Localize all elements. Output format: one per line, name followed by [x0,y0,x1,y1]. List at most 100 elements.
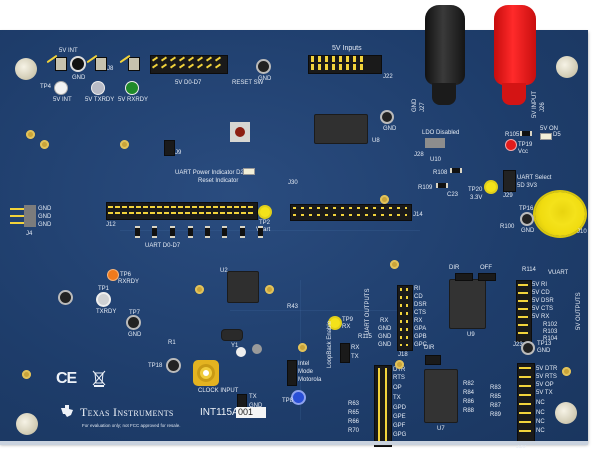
label-tp9: TP9 [342,317,354,323]
mounting-screw [16,413,38,435]
label-tp7: TP7 [129,310,141,316]
label-j14: J14 [413,212,423,218]
testpoint-tp4[interactable] [55,82,67,94]
jumper-j8[interactable] [95,57,107,71]
label-j3-gnd: GND [249,403,263,409]
testpoint-tp14[interactable] [382,112,392,122]
brand-texas-instruments: Texas Instruments [80,405,174,419]
pcb-board: 5V INT J8 GND TP4 5V INT 5V TXRDY 5V RXR… [0,5,588,450]
sma-connector-clock[interactable] [193,360,219,386]
connector-pin [10,215,24,217]
testpoint-tp5-bottom[interactable] [236,347,246,357]
testpoint-tp5[interactable] [92,82,104,94]
jumper-j24-off[interactable] [478,273,496,281]
label-j18-left-gnd3: GND [378,342,392,348]
resistor-r50 [170,226,175,238]
binding-post-vin-red[interactable] [494,5,536,85]
label-r102: R102 [543,322,558,328]
testpoint-tp16[interactable] [522,214,532,224]
resistor-r52 [135,226,140,238]
label-r100: R100 [500,224,515,230]
testpoint-tp7-gnd[interactable] [128,317,139,328]
label-j18-dsr: DSR [414,302,427,308]
label-tp13-gnd: GND [537,348,551,354]
testpoint-tp11[interactable] [258,61,269,72]
testpoint-tp19-vcc[interactable] [506,140,516,150]
resistor-r109 [436,183,448,188]
label-j23: J23 [513,342,523,348]
label-ldo-disabled: LDO Disabled [422,130,460,136]
label-mode-intel: Intel [298,361,310,367]
testpoint-tp1-txrdy[interactable] [98,294,109,305]
label-j18-gpb: GPB [414,334,427,340]
testpoint-tp20-3v3[interactable] [486,182,496,192]
ic-u7 [425,370,457,422]
label-j18-left-gnd2: GND [378,334,392,340]
ic-u9 [450,280,485,328]
jumper-j16-dir[interactable] [455,273,473,281]
jumper-j29-uart-select[interactable] [503,170,516,192]
label-nc4: NC [536,428,545,434]
board-edge [0,441,588,445]
label-r105: R105 [505,132,520,138]
reset-button-cap[interactable] [235,127,245,137]
header-pins [400,288,402,346]
testpoint-tp2-vuart[interactable] [260,207,270,217]
label-r84: R84 [463,390,475,396]
testpoint-tp18-gnd[interactable] [72,58,84,70]
label-tp7-gnd: GND [128,332,142,338]
label-uart-d0-d7: UART D0-D7 [145,243,181,249]
label-5v-inputs: 5V Inputs [332,45,362,52]
testpoint-tp3-left[interactable] [60,292,71,303]
label-uart-outputs: UART OUTPUTS [365,288,371,335]
header-j12-uart-d0-d7[interactable] [106,202,258,220]
jumper-j17-dir[interactable] [425,355,441,365]
via [298,343,307,352]
label-tp4: TP4 [40,84,52,90]
header-j19[interactable] [374,365,392,447]
label-j26: J26 [540,102,546,112]
reset-switch[interactable] [230,122,250,142]
jumper-j7[interactable] [55,57,67,71]
jumper-j11-mode[interactable] [287,360,297,386]
testpoint-tp9-rx[interactable] [330,318,340,328]
connector-pin [10,208,24,210]
label-tp18-b: TP18 [148,363,163,369]
testpoint-tp18-bottom[interactable] [168,360,179,371]
label-mode-motorola: Motorola [298,377,322,383]
jumper-j13[interactable] [128,57,140,71]
ic-u2 [228,272,258,302]
label-r66: R66 [348,419,360,425]
label-tp6: TP6 [120,272,132,278]
label-u10: U10 [430,157,442,163]
testpoint-tp6-rxrdy[interactable] [108,270,118,280]
testpoint-tp12[interactable] [126,82,138,94]
label-j18-gpa: GPA [414,326,427,332]
label-5v-rx: 5V RX [532,314,550,320]
label-5v-rts: 5V RTS [536,374,557,380]
connector-j4[interactable] [24,205,36,227]
resistor-r46 [240,226,245,238]
testpoint-tp3[interactable] [252,344,262,354]
testpoint-tp13-gnd[interactable] [523,343,533,353]
label-reset-sw: RESET SW [232,80,264,86]
jumper-j28-ldo[interactable] [425,138,445,148]
label-tp16-gnd: GND [521,228,535,234]
fcc-disclaimer: For evaluation only; not FCC approved fo… [82,423,181,428]
jumper-j21-loopback[interactable] [340,343,350,363]
label-j19-gpf: GPF [393,423,406,429]
testpoint-tp8-tx[interactable] [293,392,304,403]
binding-post-gnd-black[interactable] [425,5,465,85]
label-tp11-gnd: GND [258,76,272,82]
header-pins [519,367,531,437]
jumper-j9-level-shift[interactable] [164,140,175,156]
label-5v-rxrdy: 5V RXRDY [118,97,149,103]
ic-u8 [315,115,367,143]
label-r65: R65 [348,410,360,416]
label-5v-dtr: 5V DTR [536,366,558,372]
binding-post-j10-yellow[interactable] [535,192,585,236]
label-u7: U7 [437,426,445,432]
label-j18-left-gnd1: GND [378,326,392,332]
ti-logo-icon [60,404,74,418]
via [395,360,404,369]
